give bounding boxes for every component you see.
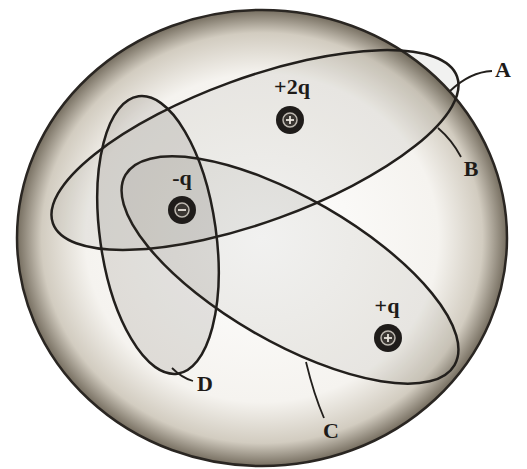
charge-label: -q bbox=[172, 167, 192, 189]
leader-line bbox=[438, 128, 461, 157]
leader-line bbox=[172, 368, 193, 381]
charge-label: +q bbox=[375, 295, 400, 317]
surface-label: B bbox=[464, 158, 479, 180]
charge-negative bbox=[168, 196, 196, 224]
leader-line bbox=[306, 362, 324, 418]
leader-line bbox=[450, 71, 492, 91]
surface-d bbox=[81, 88, 235, 381]
charge-positive bbox=[276, 106, 304, 134]
surface-label: A bbox=[495, 59, 511, 81]
charge-label: +2q bbox=[274, 76, 310, 98]
charge-positive bbox=[374, 324, 402, 352]
surface-label: C bbox=[323, 420, 339, 442]
surface-label: D bbox=[197, 373, 213, 395]
